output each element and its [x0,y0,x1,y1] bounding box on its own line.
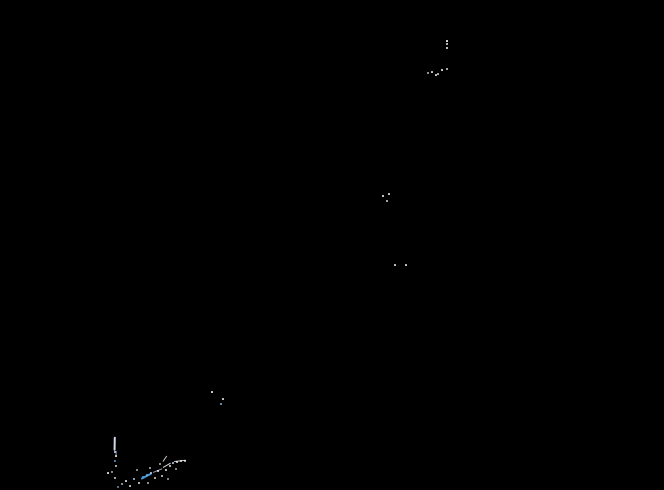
star-point [150,472,152,474]
star-point [159,463,161,465]
star-point [222,398,224,400]
star-point [154,477,156,479]
star-point [115,465,117,467]
star-point [136,469,138,471]
star-point [149,467,151,469]
star-point [446,43,448,45]
star-point [184,460,186,462]
star-point [211,391,213,393]
star-point [176,461,178,463]
star-point [114,451,116,453]
star-point [107,472,109,474]
star-point [115,455,117,457]
star-point [441,69,443,71]
streak-diagonal-trail-inner [140,472,153,480]
streak-diagonal-trail-tip [173,460,187,463]
star-point [111,471,113,473]
star-point [165,469,167,471]
star-point [386,200,388,202]
star-point [114,460,116,462]
star-point [142,476,144,478]
star-point [405,264,407,266]
star-point [138,482,140,484]
star-point [146,474,148,476]
star-point [435,74,437,76]
star-point [125,480,127,482]
star-point [446,40,448,42]
star-point [161,475,163,477]
star-point [446,47,448,49]
star-point [437,73,439,75]
star-point [220,403,222,405]
star-point [388,193,390,195]
star-point [147,482,149,484]
star-point [157,470,159,472]
star-point [114,477,116,479]
star-point [121,483,123,485]
streak-vertical-trail [113,436,116,451]
star-point [117,486,119,488]
star-point [133,478,135,480]
star-point [427,72,429,74]
streak-diagonal-trail-mid [152,468,163,474]
star-point [180,460,182,462]
star-point [175,468,177,470]
streak-vertical-trail-lower [115,450,117,458]
star-point [446,68,448,70]
streak-diagonal-trail-outer [162,462,172,469]
star-point [431,71,433,73]
star-point [169,465,171,467]
star-point [394,264,396,266]
star-point [172,462,174,464]
star-point [167,478,169,480]
star-point [381,194,385,198]
streak-short-spur [162,455,168,463]
star-point [129,485,131,487]
